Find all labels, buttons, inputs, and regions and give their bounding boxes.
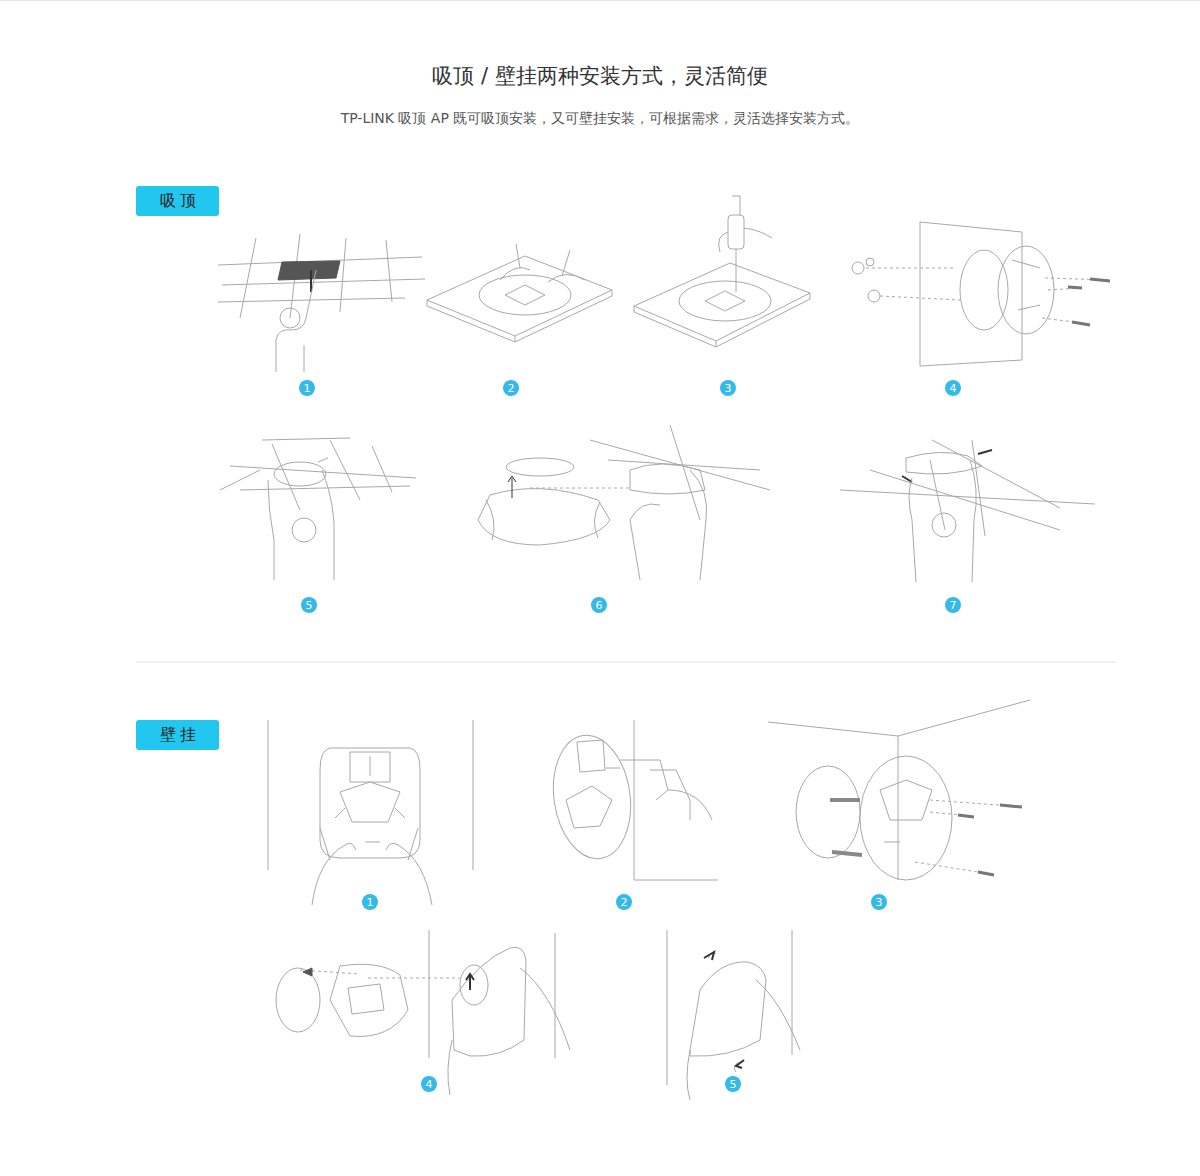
step-number: 1 — [304, 383, 311, 394]
ceiling-steps-row2 — [220, 425, 1095, 582]
top-rule — [0, 0, 1200, 1]
callout-number: 2 — [616, 894, 632, 910]
wall-steps — [268, 700, 1030, 1100]
callout-number: 7 — [945, 597, 961, 613]
step-number: 4 — [950, 383, 957, 394]
callout-number: 6 — [591, 597, 607, 613]
callout-number: 5 — [725, 1076, 741, 1092]
section-tab: 壁挂 — [136, 720, 219, 750]
section-divider — [136, 662, 1116, 663]
tab-label: 吸顶 — [156, 191, 200, 212]
callout-number: 5 — [301, 597, 317, 613]
step-number: 2 — [508, 383, 515, 394]
step-number: 3 — [876, 897, 883, 908]
ceiling-steps — [218, 196, 1110, 372]
tab-label: 壁挂 — [156, 725, 200, 746]
step-number: 4 — [426, 1079, 433, 1090]
step-number: 6 — [596, 600, 603, 611]
callout-number: 3 — [871, 894, 887, 910]
step-number: 1 — [367, 897, 374, 908]
callout-number: 4 — [945, 380, 961, 396]
callout-number: 1 — [362, 894, 378, 910]
step-number: 2 — [621, 897, 628, 908]
callout-number: 1 — [299, 380, 315, 396]
step-number: 5 — [730, 1079, 737, 1090]
callout-number: 4 — [421, 1076, 437, 1092]
callout-number: 3 — [720, 380, 736, 396]
section-tab: 吸顶 — [136, 186, 219, 216]
callout-number: 2 — [503, 380, 519, 396]
step-number: 7 — [950, 600, 957, 611]
step-number: 5 — [306, 600, 313, 611]
page-title: 吸顶 / 壁挂两种安装方式，灵活简便 — [0, 62, 1200, 90]
step-number: 3 — [725, 383, 732, 394]
subtitle: TP-LINK 吸顶 AP 既可吸顶安装，又可壁挂安装，可根据需求，灵活选择安装… — [0, 110, 1200, 128]
